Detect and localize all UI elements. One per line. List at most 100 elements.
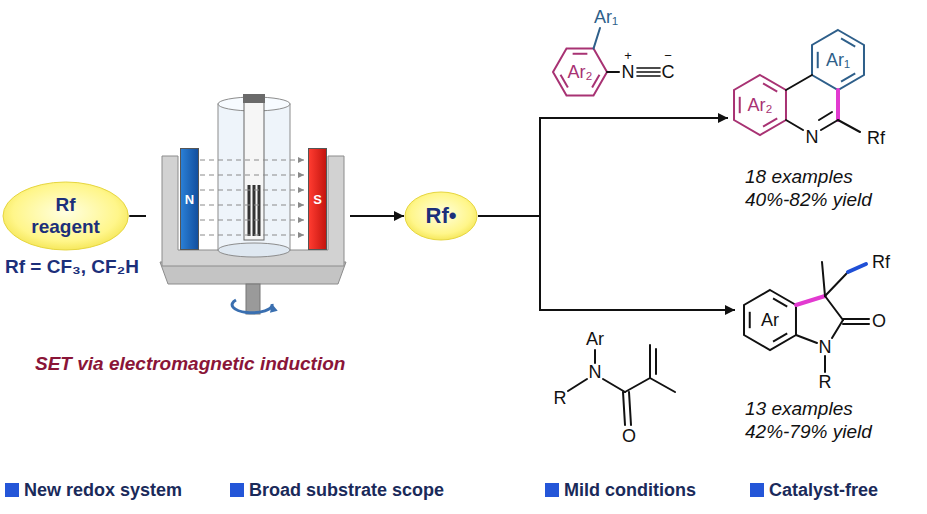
- atom-label: Ar: [761, 311, 779, 329]
- chemical-bond: [821, 120, 838, 130]
- example-count: 18 examples: [745, 166, 853, 188]
- double-bond: [817, 52, 819, 68]
- chemical-bond: [568, 379, 587, 391]
- chemical-bond: [825, 296, 843, 320]
- field-line: [200, 220, 304, 221]
- chemical-bond: [796, 296, 825, 305]
- atom-label: Rf: [872, 253, 890, 271]
- double-bond: [841, 73, 855, 81]
- chemical-bond: [649, 345, 651, 378]
- double-bond: [841, 38, 855, 46]
- charge-sign: +: [624, 48, 632, 63]
- double-bond: [561, 75, 568, 88]
- chemical-bond: [594, 28, 601, 49]
- node-label: S: [313, 192, 322, 207]
- chemical-bond: [819, 112, 832, 120]
- atom-label: Ar: [586, 329, 604, 350]
- aromatic-ring: [553, 49, 607, 96]
- atom-label: Rf: [867, 129, 885, 147]
- chemical-bond: [786, 120, 803, 130]
- beaker-bottom: [218, 243, 290, 257]
- double-bond: [763, 83, 777, 91]
- chemical-bond: [836, 90, 840, 120]
- chemical-bond: [838, 120, 860, 132]
- bullet-square: [545, 483, 559, 497]
- feature-bullet: Catalyst-free: [769, 480, 878, 501]
- chemical-bond: [607, 71, 619, 73]
- example-count: 13 examples: [745, 398, 853, 420]
- chemical-bond: [843, 318, 869, 320]
- chemical-bond: [625, 378, 650, 392]
- bullet-square: [5, 483, 19, 497]
- field-lines: [200, 160, 304, 235]
- ellipse-shape: [3, 182, 128, 250]
- bullet-square: [230, 483, 244, 497]
- atom-label: Ar₂: [568, 62, 593, 83]
- atom-label: Ar₁: [594, 7, 618, 28]
- reaction-vial: [244, 100, 264, 240]
- chemical-bond: [603, 379, 625, 392]
- charge-sign: −: [664, 48, 672, 63]
- atom-label: O: [872, 312, 886, 330]
- chemical-bond: [623, 392, 625, 425]
- chemical-bond: [650, 378, 675, 392]
- stirrer-rod: [246, 284, 260, 314]
- electrode-rod: [258, 185, 261, 236]
- ellipse-shape: [405, 192, 477, 240]
- chemical-bond: [655, 349, 657, 374]
- atom-label: N: [806, 128, 819, 146]
- induction-apparatus: [146, 86, 350, 322]
- chemical-bond: [786, 75, 812, 90]
- bullet-square: [750, 483, 764, 497]
- atom-label: C: [662, 62, 675, 83]
- node-label: N: [185, 192, 194, 207]
- chemical-bond: [822, 262, 825, 296]
- rotation-arrow: [232, 300, 272, 313]
- node-label: Rf•: [426, 203, 457, 229]
- chemical-bond: [796, 335, 817, 343]
- radical-ellipse: Rf•: [404, 191, 478, 241]
- feature-bullet: Broad substrate scope: [249, 480, 444, 501]
- product-structure: Ar₁ Ar₂ N Rf: [728, 22, 916, 160]
- yield-range: 42%-79% yield: [745, 421, 872, 443]
- double-bond: [749, 312, 751, 328]
- atom-label: R: [554, 388, 567, 409]
- apparatus-ground: [146, 86, 350, 322]
- double-bond: [592, 75, 599, 88]
- yield-range: 40%-82% yield: [745, 189, 872, 211]
- magnet-pole: N: [180, 148, 199, 250]
- chemical-bond: [629, 392, 631, 425]
- reagent-ellipse: Rf reagent: [2, 181, 129, 251]
- electrode-rod: [248, 185, 251, 236]
- node-label: Rf reagent: [24, 194, 108, 238]
- double-bond: [773, 333, 787, 341]
- field-line: [200, 160, 304, 161]
- chemical-bond: [832, 320, 843, 338]
- chemical-bond: [843, 323, 869, 325]
- atom-label: R: [819, 373, 832, 391]
- reagent-definition: Rf = CF₃, CF₂H: [5, 256, 139, 278]
- atom-label: N: [819, 338, 832, 356]
- aromatic-ring: [744, 290, 796, 350]
- double-bond: [763, 118, 777, 126]
- double-bond: [573, 53, 588, 55]
- reaction-arrow: [478, 118, 728, 216]
- magnet-pole: S: [308, 148, 327, 250]
- double-bond: [739, 97, 741, 113]
- feature-bullet: Mild conditions: [564, 480, 696, 501]
- atom-label: O: [622, 426, 636, 447]
- aromatic-ring: [812, 30, 864, 90]
- method-caption: SET via electromagnetic induction: [35, 353, 345, 375]
- atom-label: N: [622, 62, 635, 83]
- field-line: [200, 175, 304, 176]
- field-line: [200, 190, 304, 191]
- atom-label: Ar₂: [748, 96, 773, 114]
- reaction-arrow: [478, 216, 735, 310]
- aromatic-ring: [734, 75, 786, 135]
- atom-label: Ar₁: [826, 51, 850, 69]
- chemical-bond: [848, 264, 866, 272]
- chemical-bond: [637, 71, 660, 73]
- product-structure: Ar O NR Rf: [735, 248, 916, 394]
